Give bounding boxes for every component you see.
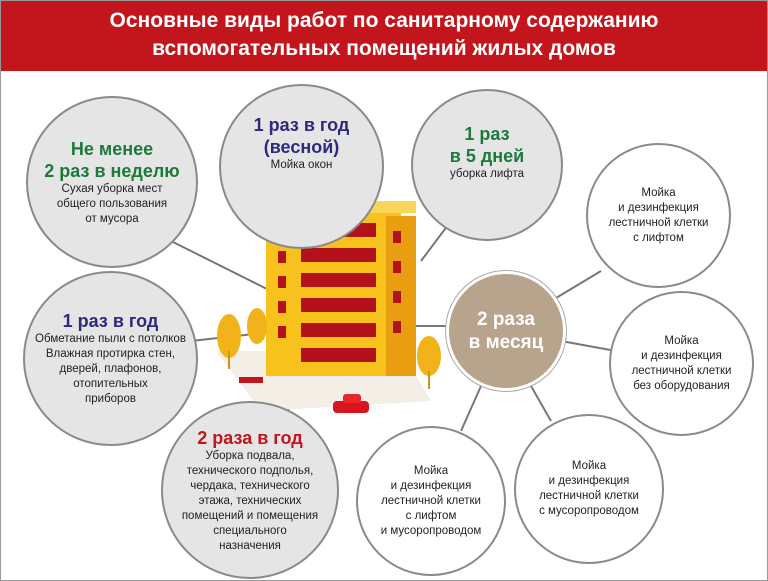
description: с лифтом <box>633 231 684 244</box>
description: общего пользования <box>56 197 168 210</box>
hub-line-1: 2 раза <box>476 309 535 330</box>
description: лестничной клетки <box>608 216 709 229</box>
trees <box>217 308 441 389</box>
description: дверей, плафонов, <box>59 363 162 375</box>
description: без оборудования <box>633 379 730 392</box>
hub-twice-monthly: 2 раза в месяц <box>446 271 566 391</box>
description: Уборка подвала, <box>205 449 295 462</box>
description: лестничной клетки <box>631 364 732 377</box>
description: технического подполья, <box>186 464 314 477</box>
hub-line-2: в месяц <box>468 332 544 353</box>
circle-wash-no-equipment: Мойка и дезинфекция лестничной клетки бе… <box>609 291 754 436</box>
frequency: (весной) <box>263 137 340 157</box>
description: и дезинфекция <box>548 475 630 487</box>
circle-wash-lift: Мойка и дезинфекция лестничной клетки с … <box>586 143 731 288</box>
frequency: 1 раз в год <box>62 311 159 331</box>
frequency: 2 раза в год <box>197 427 303 448</box>
description: Мойка <box>413 464 449 477</box>
description: и дезинфекция <box>390 479 472 492</box>
frequency: 1 раз <box>464 124 510 144</box>
description: Обметание пыли с потолков <box>35 333 186 345</box>
description: от мусора <box>85 212 139 225</box>
header: Основные виды работ по санитарному содер… <box>1 1 767 71</box>
description: и мусоропроводом <box>380 524 482 537</box>
description: Мойка <box>664 334 699 347</box>
circle-wash-chute: Мойка и дезинфекция лестничной клетки с … <box>514 414 664 564</box>
description: лестничной клетки <box>381 494 481 507</box>
car <box>333 394 369 413</box>
description: с лифтом <box>405 509 457 522</box>
frequency: 2 раз в неделю <box>44 160 180 181</box>
circle-weekly: Не менее 2 раз в неделю Сухая уборка мес… <box>26 96 198 268</box>
description: с мусоропроводом <box>539 505 639 517</box>
description: назначения <box>219 539 281 552</box>
description: специального <box>213 524 287 537</box>
bench <box>239 377 263 383</box>
description: Мойка <box>641 186 676 199</box>
title-line-1: Основные виды работ по санитарному содер… <box>109 9 659 32</box>
description: уборка лифта <box>449 168 524 180</box>
frequency: Не менее <box>70 138 154 159</box>
circle-spring: 1 раз в год (весной) Мойка окон <box>219 84 384 249</box>
description: помещений и помещения <box>181 509 319 522</box>
description: Мойка <box>571 460 607 472</box>
description: лестничной клетки <box>539 490 639 502</box>
description: отопительных <box>73 378 148 390</box>
description: чердака, технического <box>190 479 310 492</box>
description: и дезинфекция <box>618 201 699 214</box>
description: Мойка окон <box>270 159 333 171</box>
title-line-2: вспомогательных помещений жилых домов <box>152 37 616 60</box>
description: Влажная протирка стен, <box>45 348 176 360</box>
circle-wash-lift-chute: Мойка и дезинфекция лестничной клетки с … <box>356 426 506 576</box>
description: этажа, технических <box>198 494 302 507</box>
frequency: в 5 дней <box>449 146 525 166</box>
frequency: 1 раз в год <box>253 115 350 135</box>
description: Сухая уборка мест <box>61 182 163 195</box>
description: приборов <box>85 393 136 405</box>
description: и дезинфекция <box>641 349 722 362</box>
circle-five-days: 1 раз в 5 дней уборка лифта <box>411 89 563 241</box>
circle-yearly: 1 раз в год Обметание пыли с потолков Вл… <box>23 271 198 446</box>
circle-twice-yearly: 2 раза в год Уборка подвала, техническог… <box>161 401 339 579</box>
